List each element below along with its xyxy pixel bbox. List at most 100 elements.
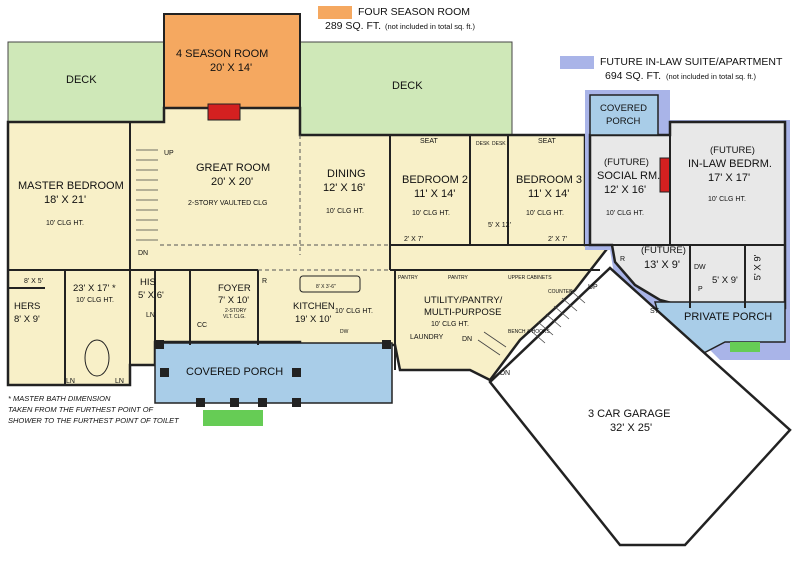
closet3-dim: 5' X 9' (752, 254, 764, 281)
fireplace (207, 103, 241, 121)
stairs-main (136, 149, 158, 241)
bath-dim: 23' X 17' * (73, 283, 116, 294)
bed3-dim: 11' X 14' (528, 188, 570, 200)
island-dim: 8' X 3'-6" (316, 284, 336, 290)
bed2-dim: 11' X 14' (414, 188, 456, 200)
dn-label-3: DN (500, 370, 511, 377)
bed2-note: 10' CLG HT. (412, 210, 450, 217)
ln-1: LN (66, 378, 75, 385)
social-dim: 12' X 16' (604, 184, 647, 196)
footnote-line3: SHOWER TO THE FURTHEST POINT OF TOILET (8, 416, 179, 425)
great-room-dim: 20' X 20' (211, 176, 254, 188)
inlaw-swatch (560, 56, 594, 69)
great-room-name: GREAT ROOM (196, 162, 271, 174)
footnote-line1: * MASTER BATH DIMENSION (8, 394, 111, 403)
four-season-name: 4 SEASON ROOM (176, 48, 269, 60)
utility-name-1: UTILITY/PANTRY/ (424, 295, 503, 306)
inlaw-dim: 17' X 17' (708, 172, 751, 184)
dw-2: DW (694, 264, 706, 271)
covered-porch-top-2: PORCH (606, 116, 641, 127)
his-dim: 5' X 6' (138, 290, 164, 301)
stairs-utility (477, 289, 586, 356)
foyer-dim: 7' X 10' (218, 295, 250, 306)
porch-posts (155, 340, 391, 407)
inlaw-legend-title: FUTURE IN-LAW SUITE/APARTMENT (600, 56, 783, 68)
dashed-openings (160, 135, 390, 271)
bed3-name: BEDROOM 3 (516, 174, 583, 186)
great-room-note: 2-STORY VAULTED CLG (188, 200, 268, 207)
covered-porch-top-1: COVERED (600, 103, 647, 114)
dining-dim: 12' X 16' (323, 182, 366, 194)
bench-hooks: BENCH & HOOKS (508, 329, 550, 335)
bed2-closet: 2' X 7' (404, 236, 424, 243)
covered-porch-top-area (589, 94, 659, 136)
kitchen-note: 10' CLG HT. (335, 308, 373, 315)
house-body (6, 106, 613, 387)
four-season-legend-title: FOUR SEASON ROOM (358, 6, 471, 18)
deck-left-label: DECK (66, 74, 97, 86)
counter: COUNTER (548, 289, 573, 295)
desk-2: DESK (492, 141, 506, 147)
inlaw-fireplace (659, 157, 671, 193)
kitch2-dim: 13' X 9' (644, 259, 681, 271)
master-dim: 18' X 21' (44, 194, 87, 206)
cc-label: CC (197, 322, 208, 329)
covered-porch-front-area (154, 342, 393, 404)
inlaw-future: (FUTURE) (710, 145, 755, 156)
inlaw-name: IN-LAW BEDRM. (688, 158, 772, 170)
master-note: 10' CLG HT. (46, 220, 84, 227)
bed2-name: BEDROOM 2 (402, 174, 469, 186)
p-label: P (698, 286, 703, 293)
laundry-label: LAUNDRY (410, 334, 444, 341)
utility-name-2: MULTI-PURPOSE (424, 307, 502, 318)
pantry: PANTRY (448, 275, 468, 281)
inlaw-note: 10' CLG HT. (708, 196, 746, 203)
r-1: R (262, 278, 268, 285)
dn-label-1: DN (138, 250, 149, 257)
kitchen-island (299, 275, 361, 293)
private-porch-label: PRIVATE PORCH (684, 311, 773, 323)
four-season-legend-note: (not included in total sq. ft.) (385, 22, 476, 31)
inlaw-legend-note: (not included in total sq. ft.) (666, 72, 757, 81)
master-name: MASTER BEDROOM (18, 180, 124, 192)
garage-area (488, 266, 792, 547)
seat-2: SEAT (538, 138, 556, 145)
front-porch-steps (203, 410, 263, 426)
r-2: R (620, 256, 626, 263)
hers-dim: 8' X 9' (14, 314, 40, 325)
interior-walls (8, 122, 785, 385)
bed3-closet: 2' X 7' (548, 236, 568, 243)
deck-right-label: DECK (392, 80, 423, 92)
kitchen-name: KITCHEN (293, 301, 335, 312)
four-season-dim: 20' X 14' (210, 62, 253, 74)
seat-1: SEAT (420, 138, 438, 145)
bathtub (84, 339, 110, 377)
four-season-legend-sqft: 289 SQ. FT. (325, 20, 382, 32)
inlaw-legend-sqft: 694 SQ. FT. (605, 70, 662, 82)
bath3-dim: 5' X 9' (712, 275, 738, 286)
bath2-dim: 5' X 12' (488, 222, 511, 229)
utility-note: 10' CLG HT. (431, 321, 469, 328)
pantry-small: PANTRY (398, 275, 418, 281)
garage-name: 3 CAR GARAGE (588, 408, 671, 420)
desk-1: DESK (476, 141, 490, 147)
kitch2-future: (FUTURE) (641, 245, 686, 256)
upper-cabinets: UPPER CABINETS (508, 275, 552, 281)
footnote-line2: TAKEN FROM THE FURTHEST POINT OF (8, 405, 154, 414)
ln-3: LN (146, 312, 155, 319)
closet-small: 8' X 5' (24, 278, 44, 285)
foyer-note-1: 2-STORY (225, 308, 247, 314)
up-label-2: UP (588, 284, 598, 291)
four-season-area (163, 13, 301, 109)
bed3-note: 10' CLG HT. (526, 210, 564, 217)
dining-name: DINING (327, 168, 366, 180)
social-name: SOCIAL RM. (597, 170, 661, 182)
social-note: 10' CLG HT. (606, 210, 644, 217)
foyer-note-2: VLT. CLG. (223, 314, 246, 320)
bath-note: 10' CLG HT. (76, 297, 114, 304)
his-name: HIS (140, 277, 156, 288)
dn-label-2: DN (462, 336, 473, 343)
covered-porch-front-label: COVERED PORCH (186, 366, 284, 378)
kitchen-dim: 19' X 10' (295, 314, 332, 325)
